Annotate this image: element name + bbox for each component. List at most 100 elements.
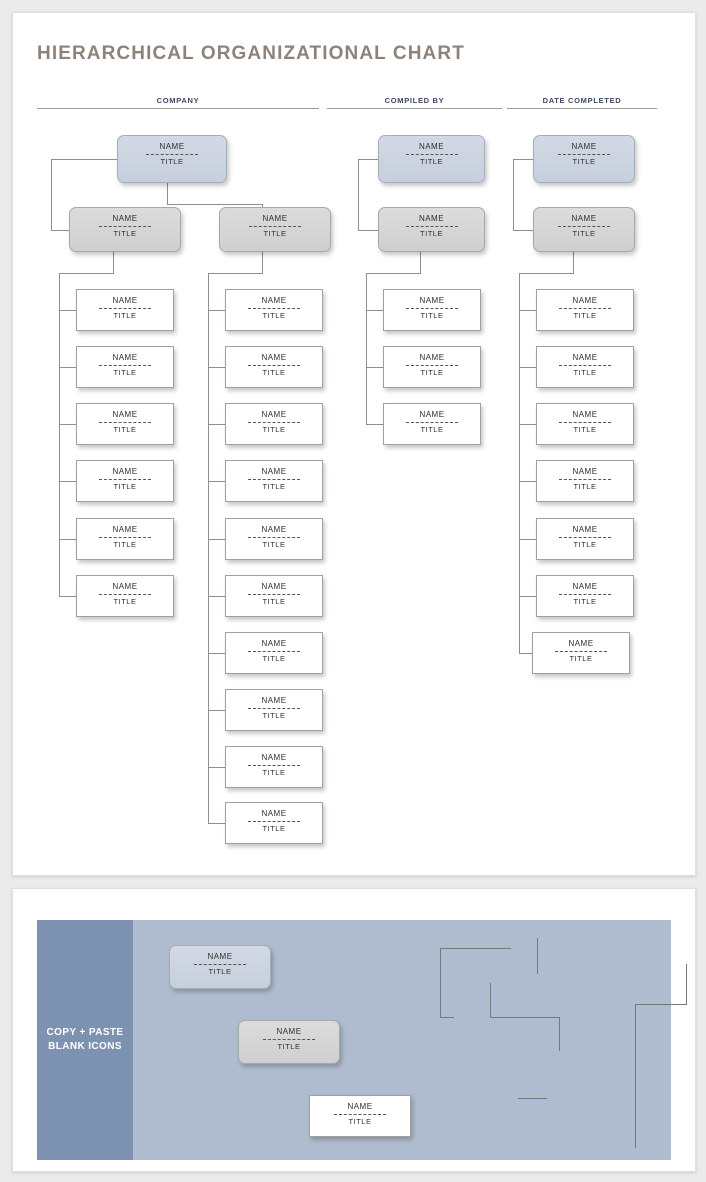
connector: [208, 481, 226, 482]
connector: [59, 424, 77, 425]
field-date-completed[interactable]: DATE COMPLETED: [507, 96, 657, 109]
node-divider: [559, 365, 611, 366]
field-company[interactable]: COMPANY: [37, 96, 319, 109]
connector: [513, 159, 514, 231]
field-compiled-by[interactable]: COMPILED BY: [327, 96, 502, 109]
palette-connector[interactable]: [686, 964, 687, 1005]
connector: [113, 252, 114, 274]
node-divider: [248, 365, 300, 366]
org-node-leaf[interactable]: NAME TITLE: [225, 746, 323, 788]
node-title: TITLE: [262, 425, 286, 434]
org-node-leaf[interactable]: NAME TITLE: [76, 575, 174, 617]
org-node-leaf[interactable]: NAME TITLE: [383, 346, 481, 388]
node-name: NAME: [572, 410, 598, 419]
org-node-leaf[interactable]: NAME TITLE: [225, 518, 323, 560]
org-node-leaf[interactable]: NAME TITLE: [536, 518, 634, 560]
palette-connector[interactable]: [490, 1017, 560, 1018]
org-node-leaf[interactable]: NAME TITLE: [225, 289, 323, 331]
node-name: NAME: [419, 353, 445, 362]
node-title: TITLE: [113, 482, 137, 491]
palette-connector[interactable]: [440, 948, 511, 949]
org-node-leaf[interactable]: NAME TITLE: [536, 460, 634, 502]
node-title: TITLE: [262, 482, 286, 491]
node-name: NAME: [419, 410, 445, 419]
node-name: NAME: [568, 639, 594, 648]
org-node-leaf[interactable]: NAME TITLE: [536, 289, 634, 331]
node-name: NAME: [159, 142, 185, 151]
connector: [366, 310, 384, 311]
palette-connector[interactable]: [518, 1098, 547, 1099]
node-divider: [406, 365, 458, 366]
connector: [366, 273, 367, 425]
org-node-leaf[interactable]: NAME TITLE: [225, 346, 323, 388]
org-node-leaf[interactable]: NAME TITLE: [532, 632, 630, 674]
org-node-leaf[interactable]: NAME TITLE: [225, 403, 323, 445]
org-node-leaf[interactable]: NAME TITLE: [383, 403, 481, 445]
node-name: NAME: [112, 410, 138, 419]
connector: [59, 596, 77, 597]
palette-connector[interactable]: [440, 948, 441, 1018]
node-title: TITLE: [420, 425, 444, 434]
node-name: NAME: [572, 296, 598, 305]
connector: [366, 367, 384, 368]
org-node-leaf[interactable]: NAME TITLE: [383, 289, 481, 331]
org-node-root[interactable]: NAME TITLE: [117, 135, 227, 183]
org-node-leaf[interactable]: NAME TITLE: [225, 689, 323, 731]
node-title: TITLE: [160, 157, 184, 166]
org-node-manager[interactable]: NAME TITLE: [69, 207, 181, 252]
org-node-manager[interactable]: NAME TITLE: [533, 207, 635, 252]
node-title: TITLE: [573, 425, 597, 434]
palette-panel: COPY + PASTE BLANK ICONS NAME TITLE NAME…: [37, 920, 687, 1160]
connector: [208, 596, 226, 597]
org-node-leaf[interactable]: NAME TITLE: [76, 346, 174, 388]
org-node-leaf[interactable]: NAME TITLE: [536, 575, 634, 617]
connector: [51, 159, 52, 231]
org-node-leaf[interactable]: NAME TITLE: [76, 518, 174, 560]
connector: [519, 273, 574, 274]
node-name: NAME: [112, 296, 138, 305]
org-node-root[interactable]: NAME TITLE: [378, 135, 485, 183]
palette-connector[interactable]: [559, 1017, 560, 1051]
chart-card: HIERARCHICAL ORGANIZATIONAL CHART COMPAN…: [12, 12, 696, 876]
org-node-leaf[interactable]: NAME TITLE: [76, 403, 174, 445]
palette-connector[interactable]: [635, 1004, 687, 1005]
palette-node-blue[interactable]: NAME TITLE: [169, 945, 271, 989]
node-name: NAME: [207, 952, 233, 961]
node-divider: [146, 154, 198, 155]
org-node-leaf[interactable]: NAME TITLE: [536, 346, 634, 388]
connector: [513, 230, 533, 231]
connector: [519, 273, 520, 653]
org-node-leaf[interactable]: NAME TITLE: [225, 802, 323, 844]
org-node-leaf[interactable]: NAME TITLE: [76, 460, 174, 502]
org-node-manager[interactable]: NAME TITLE: [219, 207, 331, 252]
node-divider: [248, 308, 300, 309]
node-name: NAME: [261, 467, 287, 476]
node-title: TITLE: [262, 824, 286, 833]
org-node-leaf[interactable]: NAME TITLE: [225, 460, 323, 502]
node-name: NAME: [262, 214, 288, 223]
node-title: TITLE: [420, 229, 443, 238]
connector: [208, 273, 209, 824]
connector: [519, 653, 533, 654]
palette-connector[interactable]: [635, 1004, 636, 1148]
connector: [519, 596, 537, 597]
connector: [208, 424, 226, 425]
palette-node-white[interactable]: NAME TITLE: [309, 1095, 411, 1137]
palette-connector[interactable]: [490, 983, 491, 1018]
connector: [208, 273, 263, 274]
palette-connector[interactable]: [537, 938, 538, 974]
org-node-leaf[interactable]: NAME TITLE: [76, 289, 174, 331]
node-divider: [558, 154, 610, 155]
org-node-leaf[interactable]: NAME TITLE: [225, 575, 323, 617]
org-node-leaf[interactable]: NAME TITLE: [536, 403, 634, 445]
org-node-manager[interactable]: NAME TITLE: [378, 207, 485, 252]
node-title: TITLE: [262, 711, 286, 720]
node-divider: [559, 422, 611, 423]
org-node-leaf[interactable]: NAME TITLE: [225, 632, 323, 674]
palette-node-gray[interactable]: NAME TITLE: [238, 1020, 340, 1064]
node-divider: [406, 422, 458, 423]
node-divider: [559, 594, 611, 595]
org-node-root[interactable]: NAME TITLE: [533, 135, 635, 183]
palette-connector[interactable]: [440, 1017, 454, 1018]
node-title: TITLE: [113, 597, 137, 606]
